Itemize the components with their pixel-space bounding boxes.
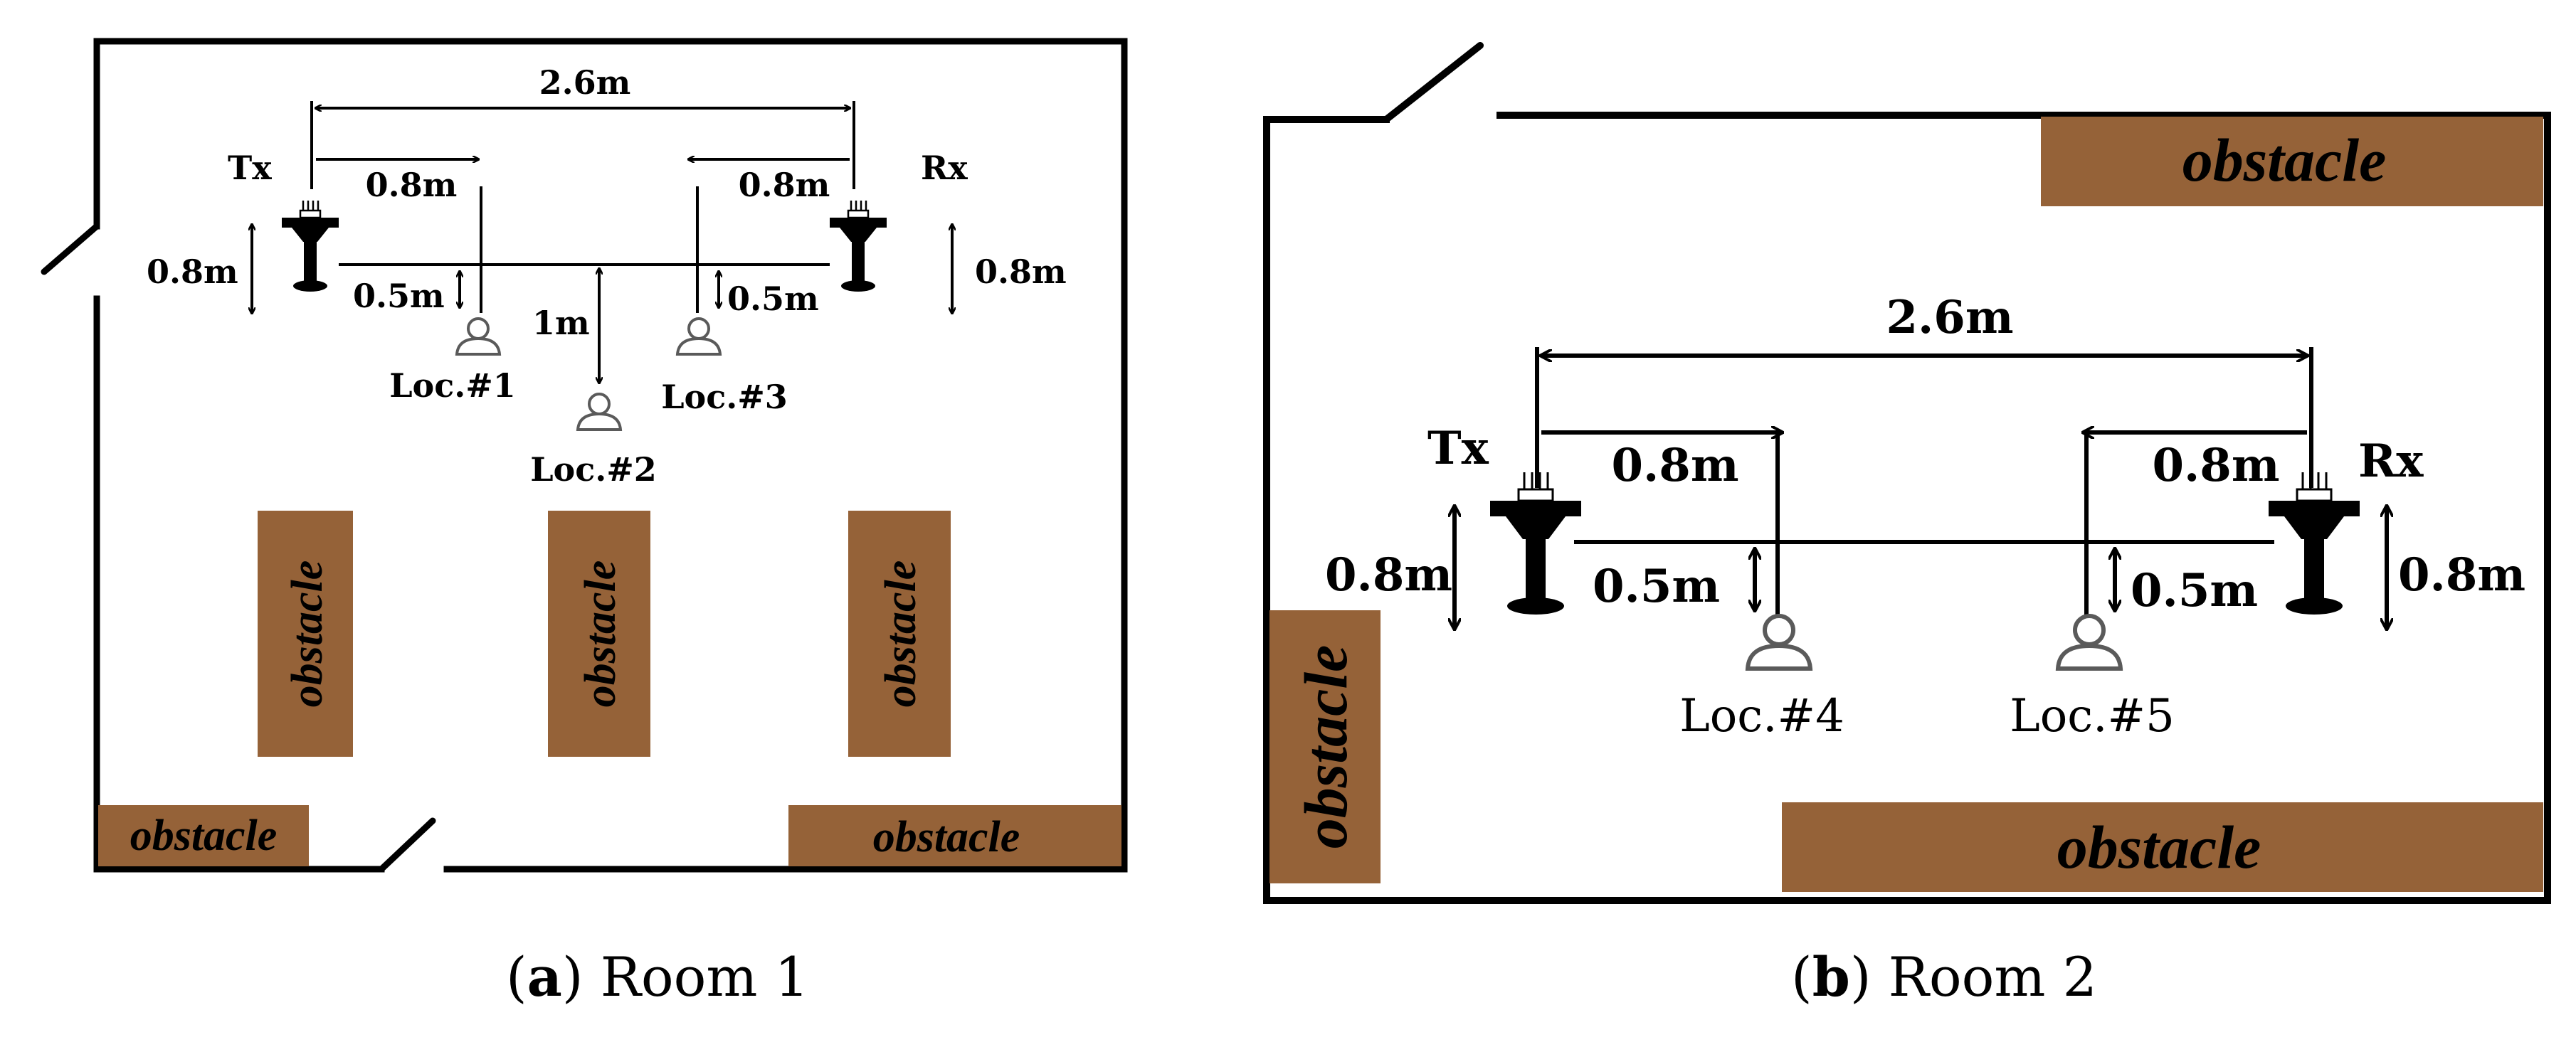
person-icon: [1748, 616, 1810, 669]
room-1-walls: [41, 38, 1128, 873]
obstacle-block: [1269, 610, 1381, 883]
obstacle-label: obstacle: [877, 560, 925, 708]
obstacle-block: [788, 805, 1121, 866]
rx-antenna-icon: [2267, 471, 2361, 616]
tx-height-label: 0.8m: [1325, 548, 1452, 602]
loc2-offset-label: 1m: [532, 304, 590, 342]
room-2-dimensions: [1455, 347, 2387, 629]
loc1-offset-label: 0.5m: [353, 277, 445, 315]
caption-a-letter: a: [527, 945, 562, 1009]
obstacle-label: obstacle: [130, 812, 278, 860]
obstacle-block: [2041, 117, 2543, 206]
loc2-label: Loc.#2: [530, 450, 657, 489]
total-distance-label: 2.6m: [1886, 291, 2013, 344]
obstacle-block: [1782, 802, 2543, 892]
room-1-dimensions: [252, 101, 952, 383]
rx-side-distance-label: 0.8m: [739, 166, 830, 204]
rx-label: Rx: [921, 149, 968, 187]
room-2-obstacles: obstacle obstacle obstacle: [1269, 117, 2543, 892]
rx-antenna-icon: [828, 199, 888, 293]
room-2-labels: 2.6m 0.8m 0.8m Tx Rx 0.8m 0.8m 0.5m 0.5m…: [1325, 291, 2525, 743]
obstacle-label: obstacle: [873, 813, 1020, 861]
person-icon: [455, 317, 501, 356]
captions: (a) Room 1 (b) Room 2: [506, 945, 2097, 1009]
caption-room-1: (a) Room 1: [506, 945, 809, 1009]
loc3-offset-label: 0.5m: [727, 280, 819, 318]
obstacle-label: obstacle: [283, 560, 332, 708]
tx-label: Tx: [228, 149, 272, 187]
total-distance-label: 2.6m: [539, 63, 631, 102]
tx-label: Tx: [1427, 422, 1489, 475]
loc1-label: Loc.#1: [389, 366, 516, 405]
obstacle-block: [548, 511, 650, 757]
room-2-walls: [1263, 42, 2551, 904]
caption-b-text: Room 2: [1871, 945, 2096, 1009]
tx-antenna-icon: [280, 199, 340, 293]
tx-antenna-icon: [1489, 471, 1583, 616]
loc4-label: Loc.#4: [1679, 690, 1844, 743]
loc4-offset-label: 0.5m: [1593, 560, 1720, 613]
obstacle-label: obstacle: [2057, 813, 2261, 881]
room-2: obstacle obstacle obstacle: [1263, 42, 2551, 904]
obstacle-label: obstacle: [576, 560, 625, 708]
obstacle-label: obstacle: [2182, 126, 2387, 194]
caption-b-letter: b: [1812, 945, 1850, 1009]
rx-label: Rx: [2358, 435, 2424, 488]
obstacle-block: [98, 805, 309, 866]
tx-side-distance-label: 0.8m: [366, 166, 458, 204]
obstacle-label: obstacle: [1292, 645, 1360, 849]
rx-height-label: 0.8m: [975, 252, 1067, 291]
tx-height-label: 0.8m: [147, 252, 238, 291]
caption-a-text: Room 1: [584, 945, 809, 1009]
obstacle-block: [258, 511, 353, 757]
rx-side-distance-label: 0.8m: [2152, 439, 2279, 492]
rx-height-label: 0.8m: [2398, 548, 2525, 602]
room-1-obstacles: obstacle obstacle obstacle obstacle obst…: [98, 511, 1121, 866]
person-icon: [2058, 616, 2121, 669]
person-icon: [676, 317, 722, 356]
caption-room-2: (b) Room 2: [1791, 945, 2097, 1009]
room-1-labels: 2.6m 0.8m 0.8m Tx Rx 0.8m 0.8m 0.5m 1m 0…: [147, 63, 1067, 489]
loc3-label: Loc.#3: [661, 378, 788, 416]
person-icon: [576, 393, 622, 431]
obstacle-block: [848, 511, 951, 757]
loc5-label: Loc.#5: [2010, 690, 2175, 743]
loc5-offset-label: 0.5m: [2131, 564, 2258, 617]
room-1: obstacle obstacle obstacle obstacle obst…: [41, 38, 1128, 873]
tx-side-distance-label: 0.8m: [1611, 439, 1738, 492]
